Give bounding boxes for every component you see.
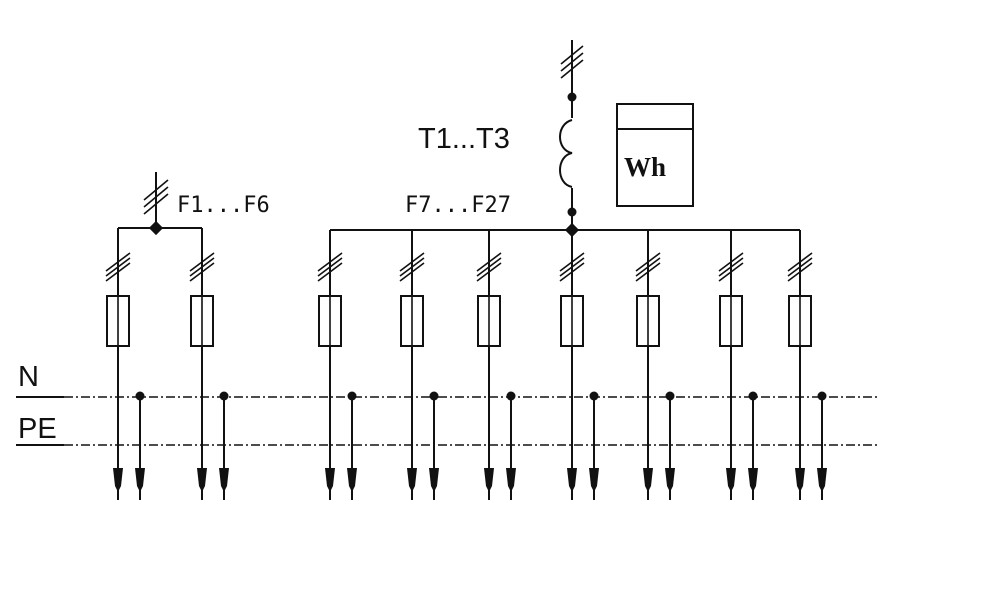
feeder-circuits	[105, 228, 827, 500]
feeder-2	[189, 228, 229, 500]
current-transformer-coil	[559, 118, 580, 188]
right-group-busbar	[330, 222, 800, 238]
feeder-3	[317, 230, 357, 500]
feeder-4	[399, 230, 439, 500]
left-group-label: F1...F6	[177, 193, 270, 218]
neutral-label: N	[18, 361, 39, 393]
right-group-label: F7...F27	[405, 193, 511, 218]
neutral-rail: N	[16, 361, 878, 398]
feeder-7	[635, 230, 675, 500]
feeder-6	[559, 230, 599, 500]
transformers-label: T1...T3	[418, 123, 510, 155]
feeder-1	[105, 228, 145, 500]
left-group-feed	[118, 172, 202, 236]
feeder-5	[476, 230, 516, 500]
feeder-9	[787, 230, 827, 500]
meter-label: Wh	[624, 152, 666, 182]
energy-meter: Wh	[616, 103, 694, 207]
feeder-8	[718, 230, 758, 500]
protective-earth-label: PE	[18, 413, 57, 445]
protective-earth-rail: PE	[16, 413, 878, 446]
